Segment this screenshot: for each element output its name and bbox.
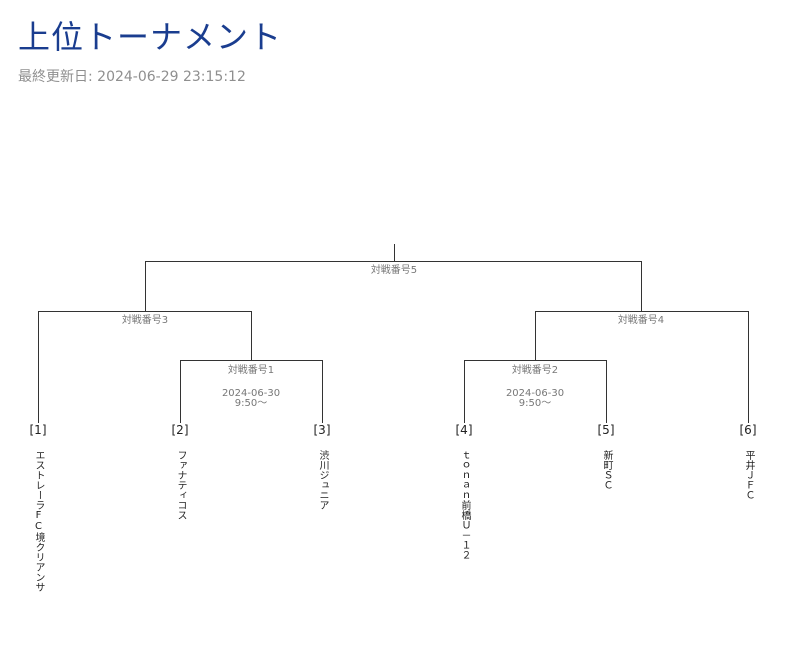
match2-label: 対戦番号2	[511, 365, 559, 376]
team1-seed: [1]	[29, 423, 47, 437]
match3-bar	[38, 311, 251, 312]
team1-name: エストレーラFC境クリアンサ	[33, 450, 44, 592]
match4-right-drop	[748, 311, 749, 423]
team6-seed: [6]	[739, 423, 757, 437]
team5-seed: [5]	[597, 423, 615, 437]
match2-bar	[464, 360, 606, 361]
match2-date: 2024-06-30	[505, 388, 565, 399]
match3-left-drop	[38, 311, 39, 423]
match5-right-drop	[641, 261, 642, 311]
match2-right-drop	[606, 360, 607, 423]
match1-left-drop	[180, 360, 181, 423]
match3-right-drop	[251, 311, 252, 360]
team4-seed: [4]	[455, 423, 473, 437]
match1-date: 2024-06-30	[221, 388, 281, 399]
match1-bar	[180, 360, 322, 361]
match4-bar	[535, 311, 748, 312]
team2-name: ファナティコス	[175, 450, 186, 520]
team3-name: 渋川ジュニア	[317, 450, 328, 510]
last-updated: 最終更新日: 2024-06-29 23:15:12	[18, 69, 246, 85]
final-stem-line	[394, 244, 395, 261]
match2-left-drop	[464, 360, 465, 423]
match2-time: 9:50〜	[518, 398, 552, 409]
match1-time: 9:50〜	[234, 398, 268, 409]
team6-name: 平井ＪＦＣ	[743, 450, 754, 500]
match5-label: 対戦番号5	[370, 265, 418, 276]
match5-left-drop	[145, 261, 146, 311]
match1-right-drop	[322, 360, 323, 423]
match1-label: 対戦番号1	[227, 365, 275, 376]
team3-seed: [3]	[313, 423, 331, 437]
team5-name: 新町ＳＣ	[601, 450, 612, 490]
match4-label: 対戦番号4	[617, 315, 665, 326]
team4-name: ｔｏｎａｎ前橋Ｕ－１２	[459, 450, 470, 560]
team2-seed: [2]	[171, 423, 189, 437]
match4-left-drop	[535, 311, 536, 360]
match5-bar	[145, 261, 642, 262]
match3-label: 対戦番号3	[121, 315, 169, 326]
page-title: 上位トーナメント	[18, 18, 283, 56]
